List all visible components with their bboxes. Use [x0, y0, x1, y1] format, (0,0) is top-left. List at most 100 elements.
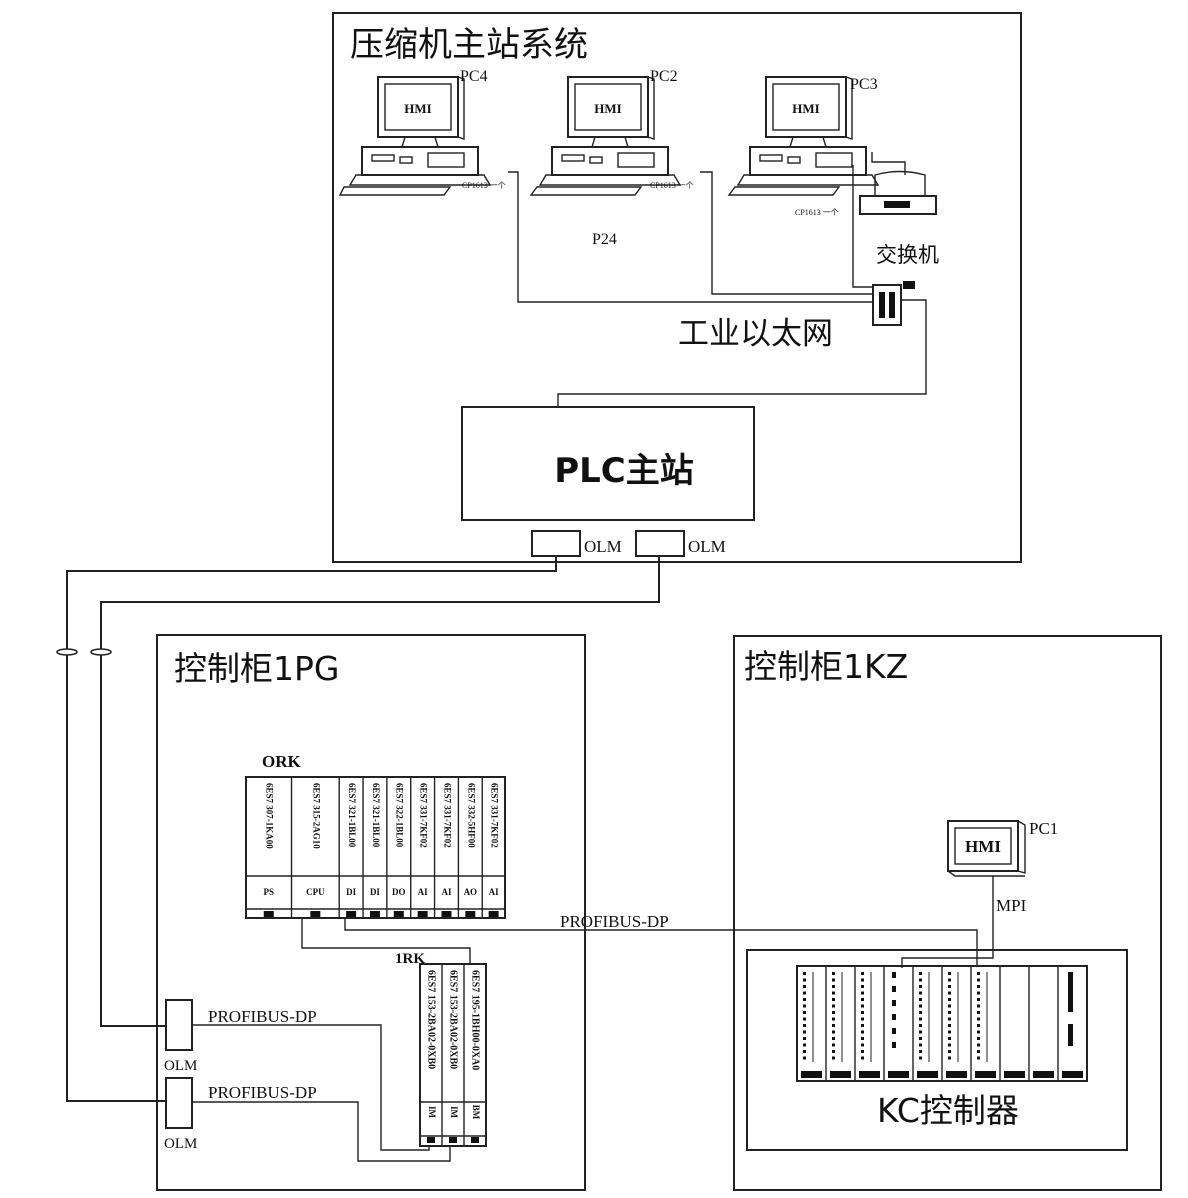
kc-io-point [892, 1042, 896, 1048]
rack-module-slot: AI [489, 887, 499, 897]
kc-slot-base [975, 1071, 996, 1078]
kc-slot-base [1004, 1071, 1025, 1078]
kc-slot-base [946, 1071, 967, 1078]
kc-slot-base [1062, 1071, 1083, 1078]
kc-io-point [832, 978, 835, 982]
kc-io-point [832, 998, 835, 1001]
rack-module-text: 6ES7 322-1BL00 [395, 783, 405, 848]
cabinet-1kz-frame [733, 635, 1162, 1191]
kc-io-point [861, 991, 864, 995]
inter-dp-label: PROFIBUS-DP [560, 912, 669, 931]
master-station-frame [332, 12, 1022, 563]
kc-io-point [803, 1017, 806, 1021]
kc-io-point [948, 1004, 951, 1008]
pc4-network-card: CP1613 一个 [462, 181, 506, 190]
kc-io-point [919, 1004, 922, 1008]
ethernet-cable-pc2 [700, 171, 873, 295]
pc2-workstation: HMI PC2 [529, 68, 682, 196]
kc-io-point [977, 1050, 980, 1053]
kc-io-point [919, 998, 922, 1001]
plc-olm-2-label: OLM [688, 537, 726, 556]
kc-io-point [977, 1030, 980, 1034]
kc-io-point [832, 1004, 835, 1008]
kc-io-point [892, 1014, 896, 1020]
pc2-screen-label: HMI [594, 101, 621, 116]
kc-controller-label: KC控制器 [877, 1091, 1019, 1130]
rack-module-connector [488, 911, 499, 917]
rack-module-text: 6ES7 331-7KF02 [490, 783, 500, 848]
pc2-network-card: CP1613 一个 [650, 181, 694, 190]
cabinet-olm-2-label: OLM [164, 1136, 197, 1152]
kc-io-point [948, 1030, 951, 1034]
fiber-marker-2 [90, 648, 112, 656]
dp-label-1: PROFIBUS-DP [208, 1007, 317, 1026]
kc-io-point [919, 1024, 922, 1027]
kc-io-point [977, 991, 980, 995]
kc-io-point [861, 1011, 864, 1014]
kc-io-point [803, 972, 806, 975]
fiber-cable-2 [100, 556, 660, 1027]
kc-io-point [832, 972, 835, 975]
pc4-workstation: HMI PC4 [338, 68, 492, 196]
cabinet-1pg-frame [156, 634, 586, 1191]
rack-module-slot: AI [441, 887, 451, 897]
subrack-module-slot: IM [449, 1106, 459, 1119]
kc-io-point [948, 991, 951, 995]
kc-io-point [977, 972, 980, 975]
kc-io-point [977, 998, 980, 1001]
kc-io-point [948, 1056, 951, 1060]
kc-io-point [919, 1056, 922, 1060]
rack-module-text: 6ES7 307-1KA00 [265, 783, 275, 849]
dp-label-2: PROFIBUS-DP [208, 1083, 317, 1102]
rack-module-text: 6ES7 332-5HF00 [466, 783, 476, 848]
kc-io-point [892, 1000, 896, 1006]
subrack-module-connector [427, 1137, 435, 1143]
rack-module-connector [393, 911, 404, 917]
kc-io-point [948, 1017, 951, 1021]
pc2-label: PC2 [650, 68, 678, 85]
kc-io-point [803, 985, 806, 988]
dp-link-olm2-1rk [191, 1101, 451, 1162]
kc-io-point [948, 1037, 951, 1040]
kc-io-point [977, 1011, 980, 1014]
kc-io-point [919, 1011, 922, 1014]
kc-io-point [803, 978, 806, 982]
rack-module-connector [369, 911, 380, 917]
rack-module-slot: DO [392, 887, 406, 897]
kc-slot-base [859, 1071, 880, 1078]
kc-io-point [803, 1030, 806, 1034]
rack-module-connector [263, 911, 274, 917]
rack-1rk-label: 1RK [395, 951, 425, 967]
kc-io-point [832, 1043, 835, 1047]
kc-io-point [977, 1004, 980, 1008]
subrack-module-text: 6ES7 153-2BA02-0XB0 [426, 970, 437, 1069]
kc-io-point [832, 1011, 835, 1014]
kc-io-point [948, 998, 951, 1001]
kc-io-point [861, 1017, 864, 1021]
kc-io-point [892, 986, 896, 992]
subrack-module-connector [449, 1137, 457, 1143]
kc-io-point [948, 1024, 951, 1027]
pc3-network-card: CP1613 一个 [795, 208, 839, 217]
kc-io-point [919, 991, 922, 995]
kc-io-point [919, 985, 922, 988]
subrack-module-slot: IM [427, 1106, 437, 1119]
ethernet-switch [872, 281, 915, 326]
subrack-module-connector [471, 1137, 479, 1143]
rack-module-slot: AO [464, 887, 478, 897]
subrack-module-text: 6ES7 195-1BH00-0XA0 [470, 970, 481, 1070]
subrack-module-text: 6ES7 153-2BA02-0XB0 [448, 970, 459, 1069]
rack-module-text: 6ES7 331-7KF02 [419, 783, 429, 848]
kc-controller-frame [746, 949, 1128, 1151]
kc-io-point [948, 1011, 951, 1014]
kc-io-point [919, 972, 922, 975]
kc-io-point [977, 1024, 980, 1027]
rack-module-slot: CPU [306, 887, 325, 897]
kc-io-point [861, 1030, 864, 1034]
dp-link-1pg-1kz [344, 918, 978, 965]
cabinet-olm-1 [165, 999, 193, 1051]
kc-io-point [803, 998, 806, 1001]
rack-module-connector [465, 911, 476, 917]
kc-io-point [803, 1037, 806, 1040]
